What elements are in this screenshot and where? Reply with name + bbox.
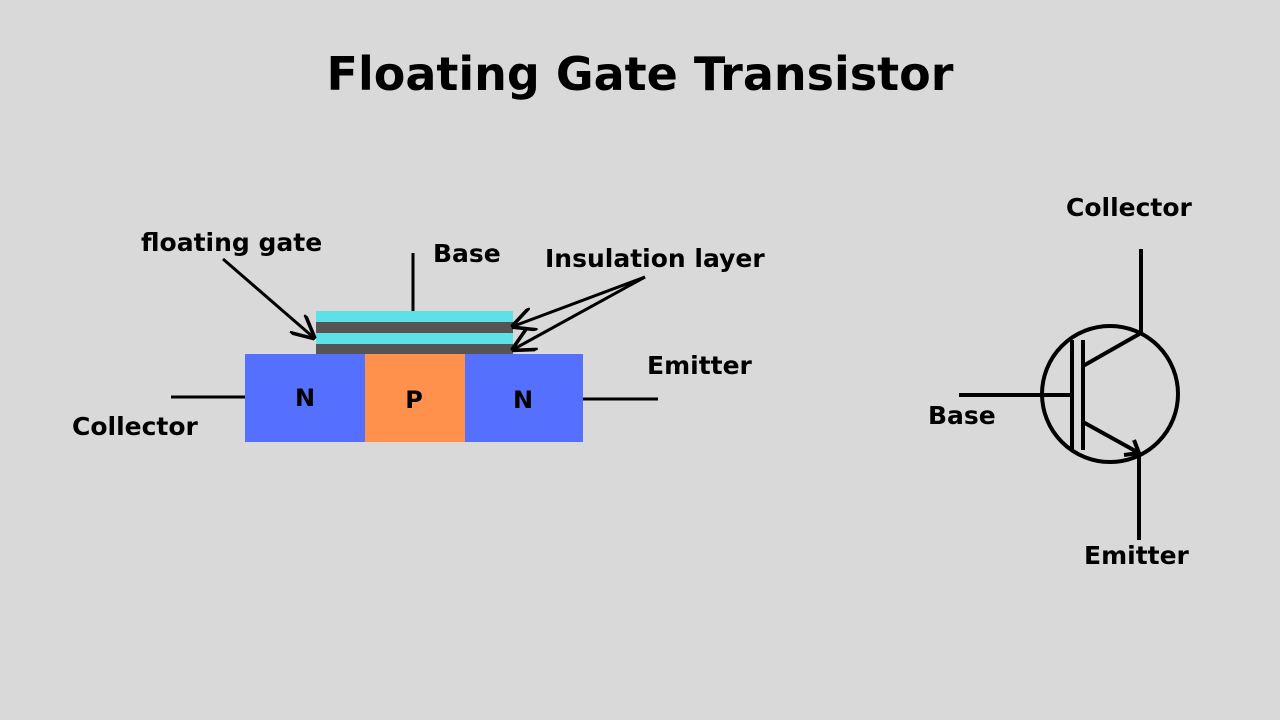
collector-label: Collector (72, 412, 199, 441)
p-region (365, 354, 465, 442)
symbol-collector-label: Collector (1066, 193, 1193, 222)
base-label: Base (433, 239, 501, 268)
page-title: Floating Gate Transistor (327, 47, 954, 101)
n-region-right (465, 354, 583, 442)
gate-layer-top (316, 311, 513, 322)
insulation-layer-label: Insulation layer (545, 244, 765, 273)
symbol-base-label: Base (928, 401, 996, 430)
floating-gate-label: floating gate (141, 228, 322, 257)
p-region-label: P (405, 386, 423, 414)
emitter-label: Emitter (647, 351, 753, 380)
symbol-emitter-label: Emitter (1084, 541, 1190, 570)
n-region-right-label: N (513, 386, 533, 414)
transistor-symbol (959, 249, 1180, 540)
insulation-layer-lower (316, 344, 513, 354)
floating-gate-layer (316, 333, 513, 344)
floating-gate-arrow (222, 257, 313, 337)
symbol-collector-branch (1082, 331, 1142, 368)
n-region-left-label: N (295, 384, 315, 412)
insulation-arrow-lower (514, 275, 646, 349)
insulation-arrow-upper (514, 275, 646, 326)
symbol-emitter-branch (1082, 420, 1140, 455)
n-region-left (245, 354, 365, 442)
insulation-layer-upper (316, 322, 513, 333)
